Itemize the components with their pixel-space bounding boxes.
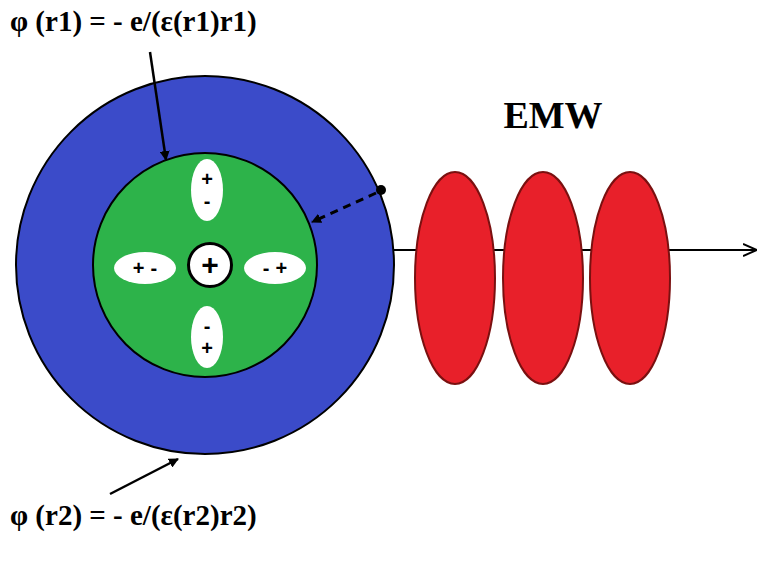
- shape-fill: [191, 159, 223, 221]
- electron-dot: [376, 185, 386, 195]
- potential-formula: φ (r2) = - e/(ε(r2)r2): [10, 500, 257, 532]
- shape-fill: [189, 244, 232, 287]
- charge-sign: +: [275, 258, 287, 278]
- charge-sign: -: [204, 316, 211, 336]
- charge-sign: +: [201, 250, 219, 280]
- shape-fill: [244, 252, 306, 284]
- nucleus-circle: +: [187, 242, 233, 288]
- wave-front: [415, 172, 495, 384]
- inner-sphere: [93, 153, 317, 377]
- wave-front: [503, 172, 583, 384]
- potential-formula: φ (r1) = - e/(ε(r1)r1): [10, 6, 257, 38]
- dipole-ellipse: -+: [244, 252, 306, 284]
- dipole-outline: [244, 252, 306, 284]
- charge-sign: +: [201, 338, 213, 358]
- charge-sign: -: [151, 258, 158, 278]
- dipole-ellipse: +-: [191, 159, 223, 221]
- charge-sign: -: [204, 191, 211, 211]
- outer-sphere: [16, 76, 394, 454]
- leader-line: [110, 459, 178, 494]
- shape-fill: [114, 252, 176, 284]
- wave-front: [590, 172, 670, 384]
- charge-sign: +: [133, 258, 145, 278]
- wave-label: EMW: [503, 95, 602, 137]
- dipole-ellipse: -+: [191, 306, 223, 368]
- transition-arrow: [312, 193, 376, 222]
- dipole-ellipse: +-: [114, 252, 176, 284]
- charge-sign: +: [201, 169, 213, 189]
- dipole-outline: [114, 252, 176, 284]
- charge-sign: -: [263, 258, 270, 278]
- leader-line: [150, 52, 166, 160]
- shape-fill: [191, 306, 223, 368]
